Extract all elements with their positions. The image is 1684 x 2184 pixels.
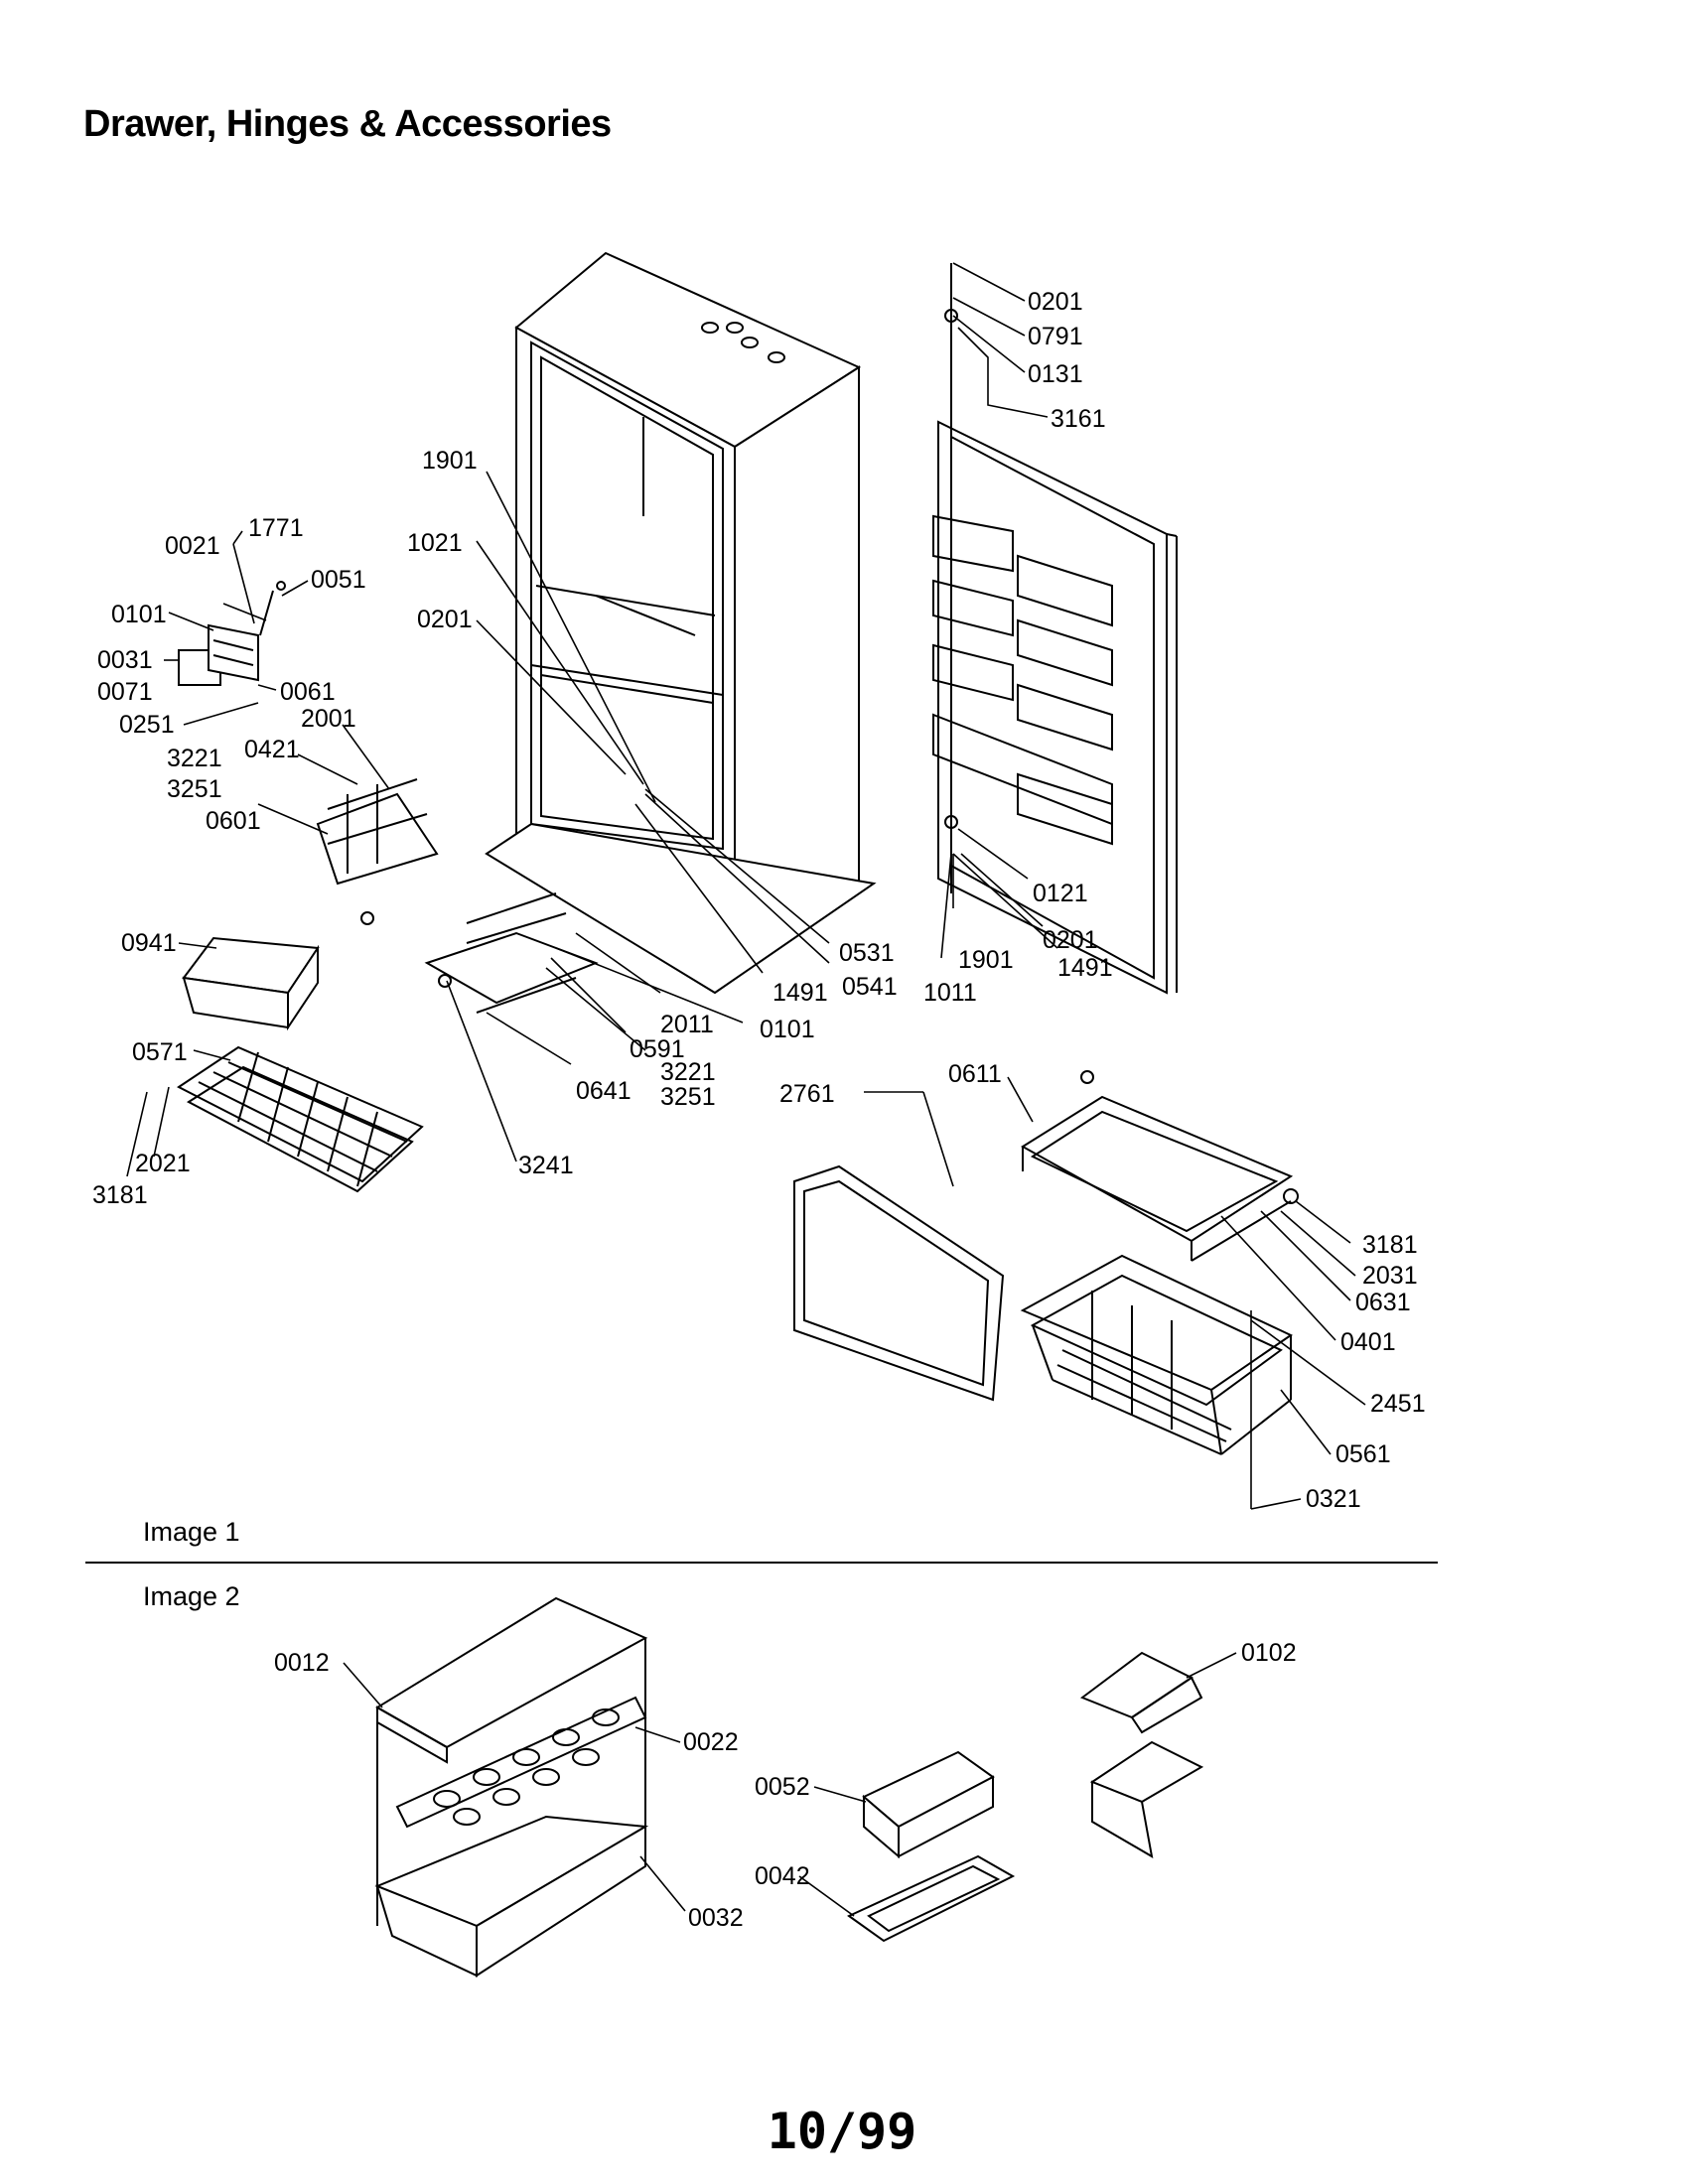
image1-label: Image 1 <box>143 1517 240 1547</box>
callout-0321: 0321 <box>1306 1485 1361 1513</box>
callout-labels: 0201 0791 0131 3161 1901 1021 0201 0021 … <box>92 288 1426 1932</box>
callout-3251: 3251 <box>167 775 222 803</box>
callout-0101: 0101 <box>760 1016 815 1043</box>
callout-0531: 0531 <box>839 939 895 967</box>
callout-2761: 2761 <box>779 1080 835 1108</box>
callout-0541: 0541 <box>842 973 898 1001</box>
door-drawing <box>932 263 1178 995</box>
center-rails <box>424 892 599 1014</box>
callout-2001: 2001 <box>301 705 356 733</box>
callout-0121: 0121 <box>1033 880 1088 907</box>
callout-0032: 0032 <box>688 1904 744 1932</box>
callout-0401: 0401 <box>1340 1328 1396 1356</box>
callout-0591: 0591 <box>630 1035 685 1063</box>
callout-3251: 3251 <box>660 1083 716 1111</box>
callout-0022: 0022 <box>683 1728 739 1756</box>
callout-3221: 3221 <box>167 745 222 772</box>
callout-0012: 0012 <box>274 1649 330 1677</box>
page-title: Drawer, Hinges & Accessories <box>83 103 612 145</box>
callout-3181: 3181 <box>92 1181 148 1209</box>
wire-basket-left <box>177 1045 424 1193</box>
callout-0131: 0131 <box>1028 360 1083 388</box>
callout-0201: 0201 <box>1028 288 1083 316</box>
callout-1011: 1011 <box>923 979 977 1007</box>
bin-0941-drawing <box>182 936 320 1031</box>
callout-0421: 0421 <box>244 736 300 763</box>
callout-2451: 2451 <box>1370 1390 1426 1418</box>
ice-maker-drawing <box>178 581 286 686</box>
drawer-frame-right <box>1021 1070 1299 1262</box>
callout-3161: 3161 <box>1051 405 1106 433</box>
callout-0042: 0042 <box>755 1862 810 1890</box>
callout-1771: 1771 <box>248 514 304 542</box>
callout-1021: 1021 <box>407 529 463 557</box>
callout-1901: 1901 <box>422 447 478 475</box>
image2-label: Image 2 <box>143 1581 240 1611</box>
callout-0052: 0052 <box>755 1773 810 1801</box>
callout-3181: 3181 <box>1362 1231 1418 1259</box>
cabinet-drawing <box>485 251 877 995</box>
callout-0031: 0031 <box>97 646 153 674</box>
callout-0251: 0251 <box>119 711 175 739</box>
door-bins-0102 <box>1079 1651 1204 1858</box>
callout-0101: 0101 <box>111 601 167 628</box>
callout-0061: 0061 <box>280 678 336 706</box>
shelf-bracket-left <box>316 778 439 925</box>
section-divider <box>85 1562 1438 1564</box>
callout-0071: 0071 <box>97 678 153 706</box>
callout-0561: 0561 <box>1335 1440 1391 1468</box>
callout-0941: 0941 <box>121 929 177 957</box>
page-number: 10/99 <box>767 2103 917 2160</box>
callout-0641: 0641 <box>576 1077 632 1105</box>
callout-0102: 0102 <box>1241 1639 1297 1667</box>
egg-bin-drawing <box>374 1596 649 1978</box>
callout-0021: 0021 <box>165 532 220 560</box>
drawer-front-panel <box>793 1164 1005 1402</box>
callout-0201: 0201 <box>417 606 473 633</box>
callout-1901: 1901 <box>958 946 1014 974</box>
callout-0201: 0201 <box>1043 926 1098 954</box>
leader-lines <box>126 262 1366 1917</box>
callout-0051: 0051 <box>311 566 366 594</box>
callout-0611: 0611 <box>948 1060 1002 1088</box>
wire-basket-right <box>1020 1254 1294 1455</box>
butter-dish-drawing <box>847 1750 1016 1943</box>
callout-2021: 2021 <box>135 1150 191 1177</box>
callout-3221: 3221 <box>660 1058 716 1086</box>
callout-0791: 0791 <box>1028 323 1083 350</box>
callout-0571: 0571 <box>132 1038 188 1066</box>
callout-0601: 0601 <box>206 807 261 835</box>
callout-3241: 3241 <box>518 1152 574 1179</box>
callout-1491: 1491 <box>772 979 828 1007</box>
callout-1491: 1491 <box>1057 954 1113 982</box>
callout-2011: 2011 <box>660 1011 714 1038</box>
callout-0631: 0631 <box>1355 1289 1411 1316</box>
callout-2031: 2031 <box>1362 1262 1418 1290</box>
